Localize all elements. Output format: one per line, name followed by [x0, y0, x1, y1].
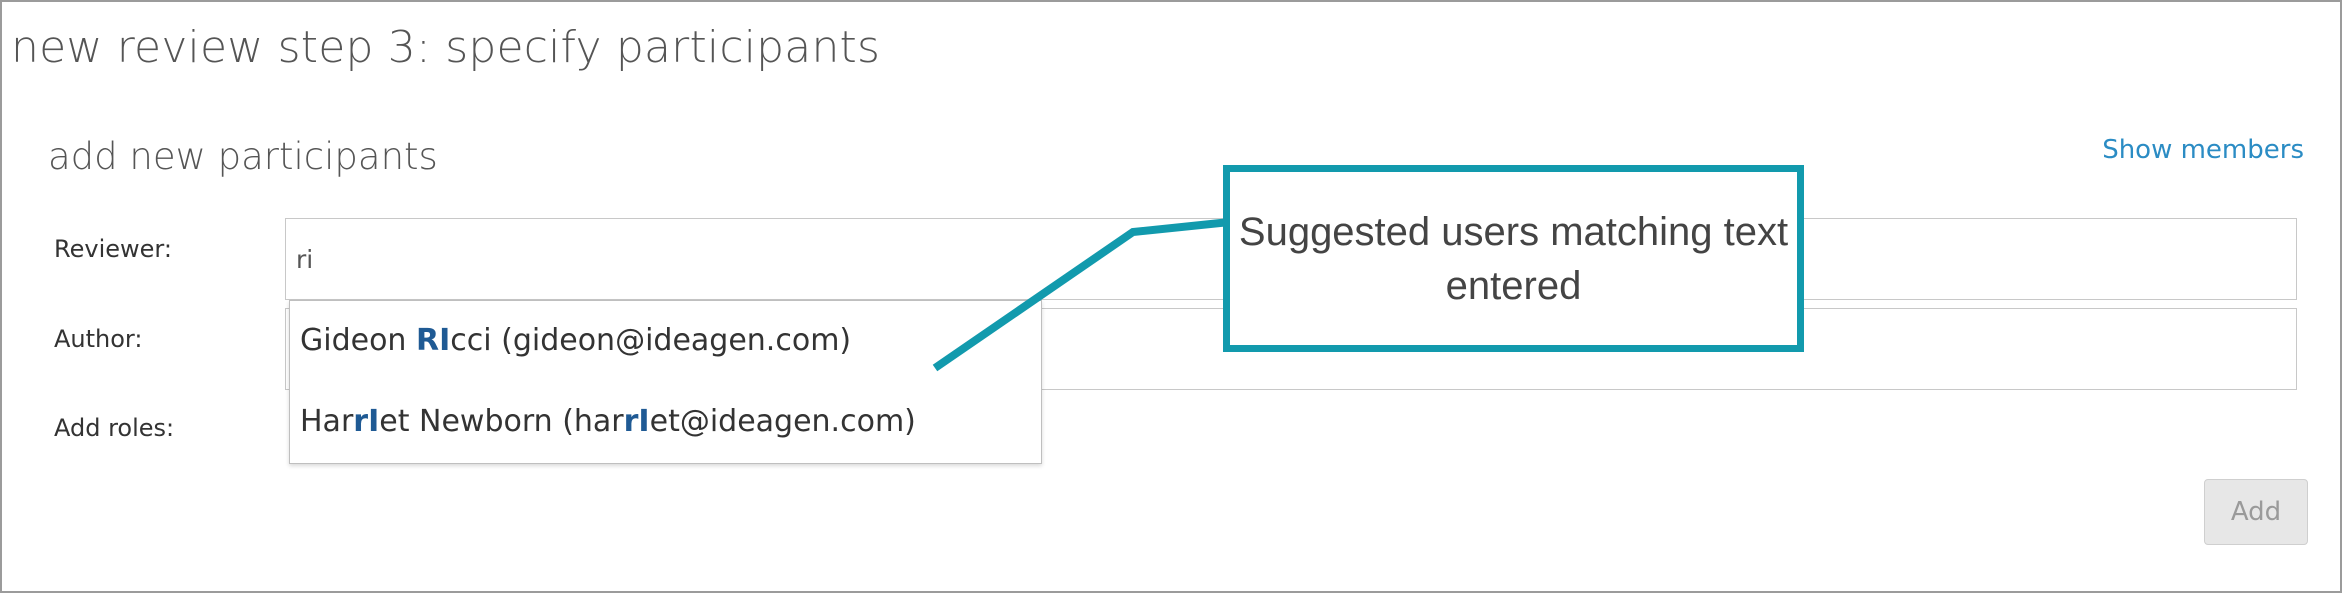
suggestion-text: et Newborn (har	[379, 404, 624, 439]
show-members-link[interactable]: Show members	[2102, 135, 2304, 165]
reviewer-label: Reviewer:	[54, 235, 172, 263]
suggestion-item[interactable]: HarrIet Newborn (harrIet@ideagen.com)	[300, 404, 916, 439]
user-suggestions-dropdown: Gideon RIcci (gideon@ideagen.com) HarrIe…	[289, 300, 1042, 464]
suggestion-match: rI	[353, 404, 380, 439]
page-title: new review step 3: specify participants	[11, 22, 881, 73]
suggestion-text: Har	[300, 404, 354, 439]
author-label: Author:	[54, 325, 143, 353]
add-button[interactable]: Add	[2204, 479, 2308, 545]
suggestion-item[interactable]: Gideon RIcci (gideon@ideagen.com)	[300, 323, 851, 358]
suggestion-text: Gideon	[300, 323, 416, 358]
annotation-callout: Suggested users matching text entered	[1223, 165, 1804, 352]
suggestion-match: rI	[623, 404, 650, 439]
callout-text: Suggested users matching text entered	[1238, 209, 1789, 308]
suggestion-text: et@ideagen.com)	[649, 404, 916, 439]
section-title: add new participants	[48, 135, 438, 178]
add-roles-label: Add roles:	[54, 414, 175, 442]
suggestion-match: RI	[416, 323, 451, 358]
suggestion-text: cci (gideon@ideagen.com)	[450, 323, 852, 358]
